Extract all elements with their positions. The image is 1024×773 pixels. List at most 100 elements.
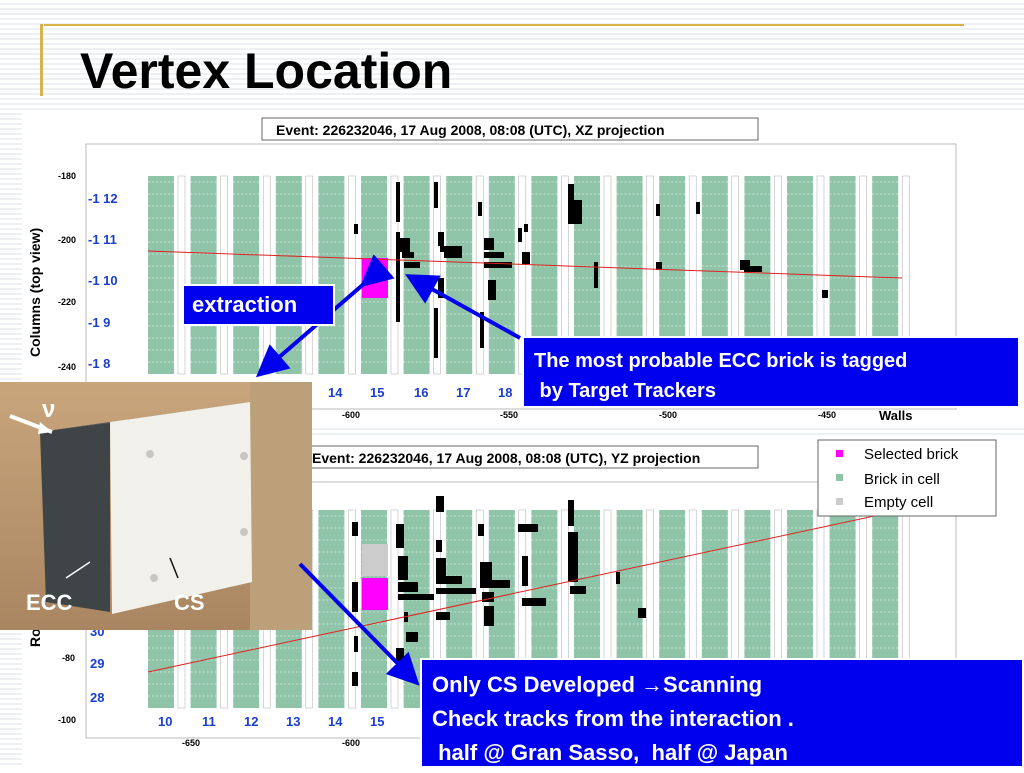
yz-row-label-29: 29 — [90, 656, 104, 671]
hit-mark — [638, 608, 646, 618]
title-rule-top — [44, 24, 964, 26]
hit-mark — [484, 606, 494, 626]
xz-row-label-1: -1 12 — [88, 191, 118, 206]
hit-mark — [434, 308, 438, 358]
xz-xtick-4: -450 — [818, 410, 836, 420]
hit-mark — [568, 532, 578, 582]
hit-mark — [436, 612, 450, 620]
hit-mark — [436, 588, 476, 594]
hit-mark — [478, 202, 482, 216]
hit-mark — [436, 576, 462, 584]
yz-row-label-28: 28 — [90, 690, 104, 705]
yz-wall-14: 14 — [328, 714, 343, 729]
hit-mark — [740, 260, 750, 270]
xz-wall-14: 14 — [328, 385, 343, 400]
hit-mark — [396, 648, 404, 662]
cs-line-2: Check tracks from the interaction . — [432, 706, 794, 731]
xz-wall-15: 15 — [370, 385, 384, 400]
hit-mark — [402, 252, 414, 258]
hit-mark — [398, 556, 408, 580]
tracker-plane — [305, 175, 314, 375]
hit-mark — [480, 312, 484, 348]
yz-selected-brick — [362, 578, 388, 610]
tracker-plane — [475, 175, 484, 375]
hit-mark — [444, 252, 462, 258]
xz-xtick-3: -500 — [659, 410, 677, 420]
yz-track-line — [147, 509, 903, 673]
yz-xtick-1: -650 — [182, 738, 200, 748]
hit-mark — [656, 204, 660, 216]
hit-mark — [484, 252, 504, 258]
yz-empty-cell — [362, 544, 388, 576]
legend-swatch-empty — [836, 498, 843, 505]
xz-ylabel: Columns (top view) — [27, 228, 43, 357]
legend-label-selected: Selected brick — [864, 446, 959, 463]
brick-column — [148, 176, 174, 374]
hit-mark — [398, 582, 418, 592]
xz-ytick-2: -200 — [58, 235, 76, 245]
yz-xtick-2: -600 — [342, 738, 360, 748]
xz-xtick-2: -550 — [500, 410, 518, 420]
tracker-plane — [177, 175, 186, 375]
yz-legend — [817, 439, 997, 517]
legend-swatch-brick — [836, 474, 843, 481]
xz-row-label-5: -1 8 — [88, 356, 110, 371]
tracker-plane — [220, 175, 228, 375]
hit-mark — [404, 262, 420, 268]
ecc-label: ECC — [26, 590, 73, 615]
cs-label: CS — [174, 590, 205, 615]
hit-mark — [482, 592, 494, 602]
xz-ytick-4: -240 — [58, 362, 76, 372]
xz-xlabel: Walls — [879, 408, 912, 423]
hit-mark — [352, 582, 358, 612]
hit-mark — [522, 556, 528, 586]
hit-mark — [436, 496, 444, 512]
legend-label-empty: Empty cell — [864, 494, 933, 511]
xz-selected-brick — [362, 258, 388, 298]
hit-mark — [484, 262, 512, 268]
hit-mark — [522, 252, 530, 264]
hit-mark — [524, 224, 528, 232]
hit-mark — [354, 636, 358, 652]
hit-mark — [570, 586, 586, 594]
hit-mark — [518, 228, 522, 242]
hit-mark — [744, 266, 762, 272]
extraction-text: extraction — [192, 292, 298, 317]
hit-mark — [488, 280, 496, 300]
yz-wall-12: 12 — [244, 714, 258, 729]
tracker-plane — [262, 175, 271, 375]
hit-mark — [518, 524, 538, 532]
yz-wall-13: 13 — [286, 714, 300, 729]
yz-wall-10: 10 — [158, 714, 172, 729]
xz-wall-16: 16 — [414, 385, 428, 400]
cs-callout: Only CS Developed →Scanning Check tracks… — [420, 658, 1024, 768]
hit-mark — [406, 632, 418, 642]
hit-mark — [616, 572, 620, 584]
hit-mark — [438, 278, 444, 298]
cs-line-1: Only CS Developed →Scanning — [432, 672, 763, 697]
hit-mark — [438, 232, 444, 246]
hit-mark — [696, 202, 700, 214]
xz-event-label: Event: 226232046, 17 Aug 2008, 08:08 (UT… — [276, 122, 665, 138]
hit-mark — [478, 524, 484, 536]
yz-ytick-1: -80 — [62, 653, 75, 663]
tagged-line-1: The most probable ECC brick is tagged — [534, 350, 908, 372]
hit-mark — [440, 246, 462, 252]
hit-mark — [656, 262, 662, 270]
xz-wall-17: 17 — [456, 385, 470, 400]
brick-column — [488, 176, 515, 374]
hit-mark — [396, 524, 404, 548]
yz-event-label: Event: 226232046, 17 Aug 2008, 08:08 (UT… — [312, 450, 700, 466]
brick-column — [446, 176, 473, 374]
ecc-brick-photo: ν ECC CS — [0, 382, 312, 630]
hit-mark — [398, 594, 434, 600]
neutrino-label: ν — [42, 396, 56, 423]
hit-mark — [484, 238, 494, 250]
brick-column — [233, 176, 260, 374]
tagged-callout: The most probable ECC brick is tagged by… — [522, 336, 1020, 408]
hit-mark — [396, 232, 400, 322]
tagged-line-2: by Target Trackers — [534, 380, 716, 402]
xz-ytick-3: -220 — [58, 297, 76, 307]
hit-mark — [480, 580, 510, 588]
hit-mark — [594, 262, 598, 288]
